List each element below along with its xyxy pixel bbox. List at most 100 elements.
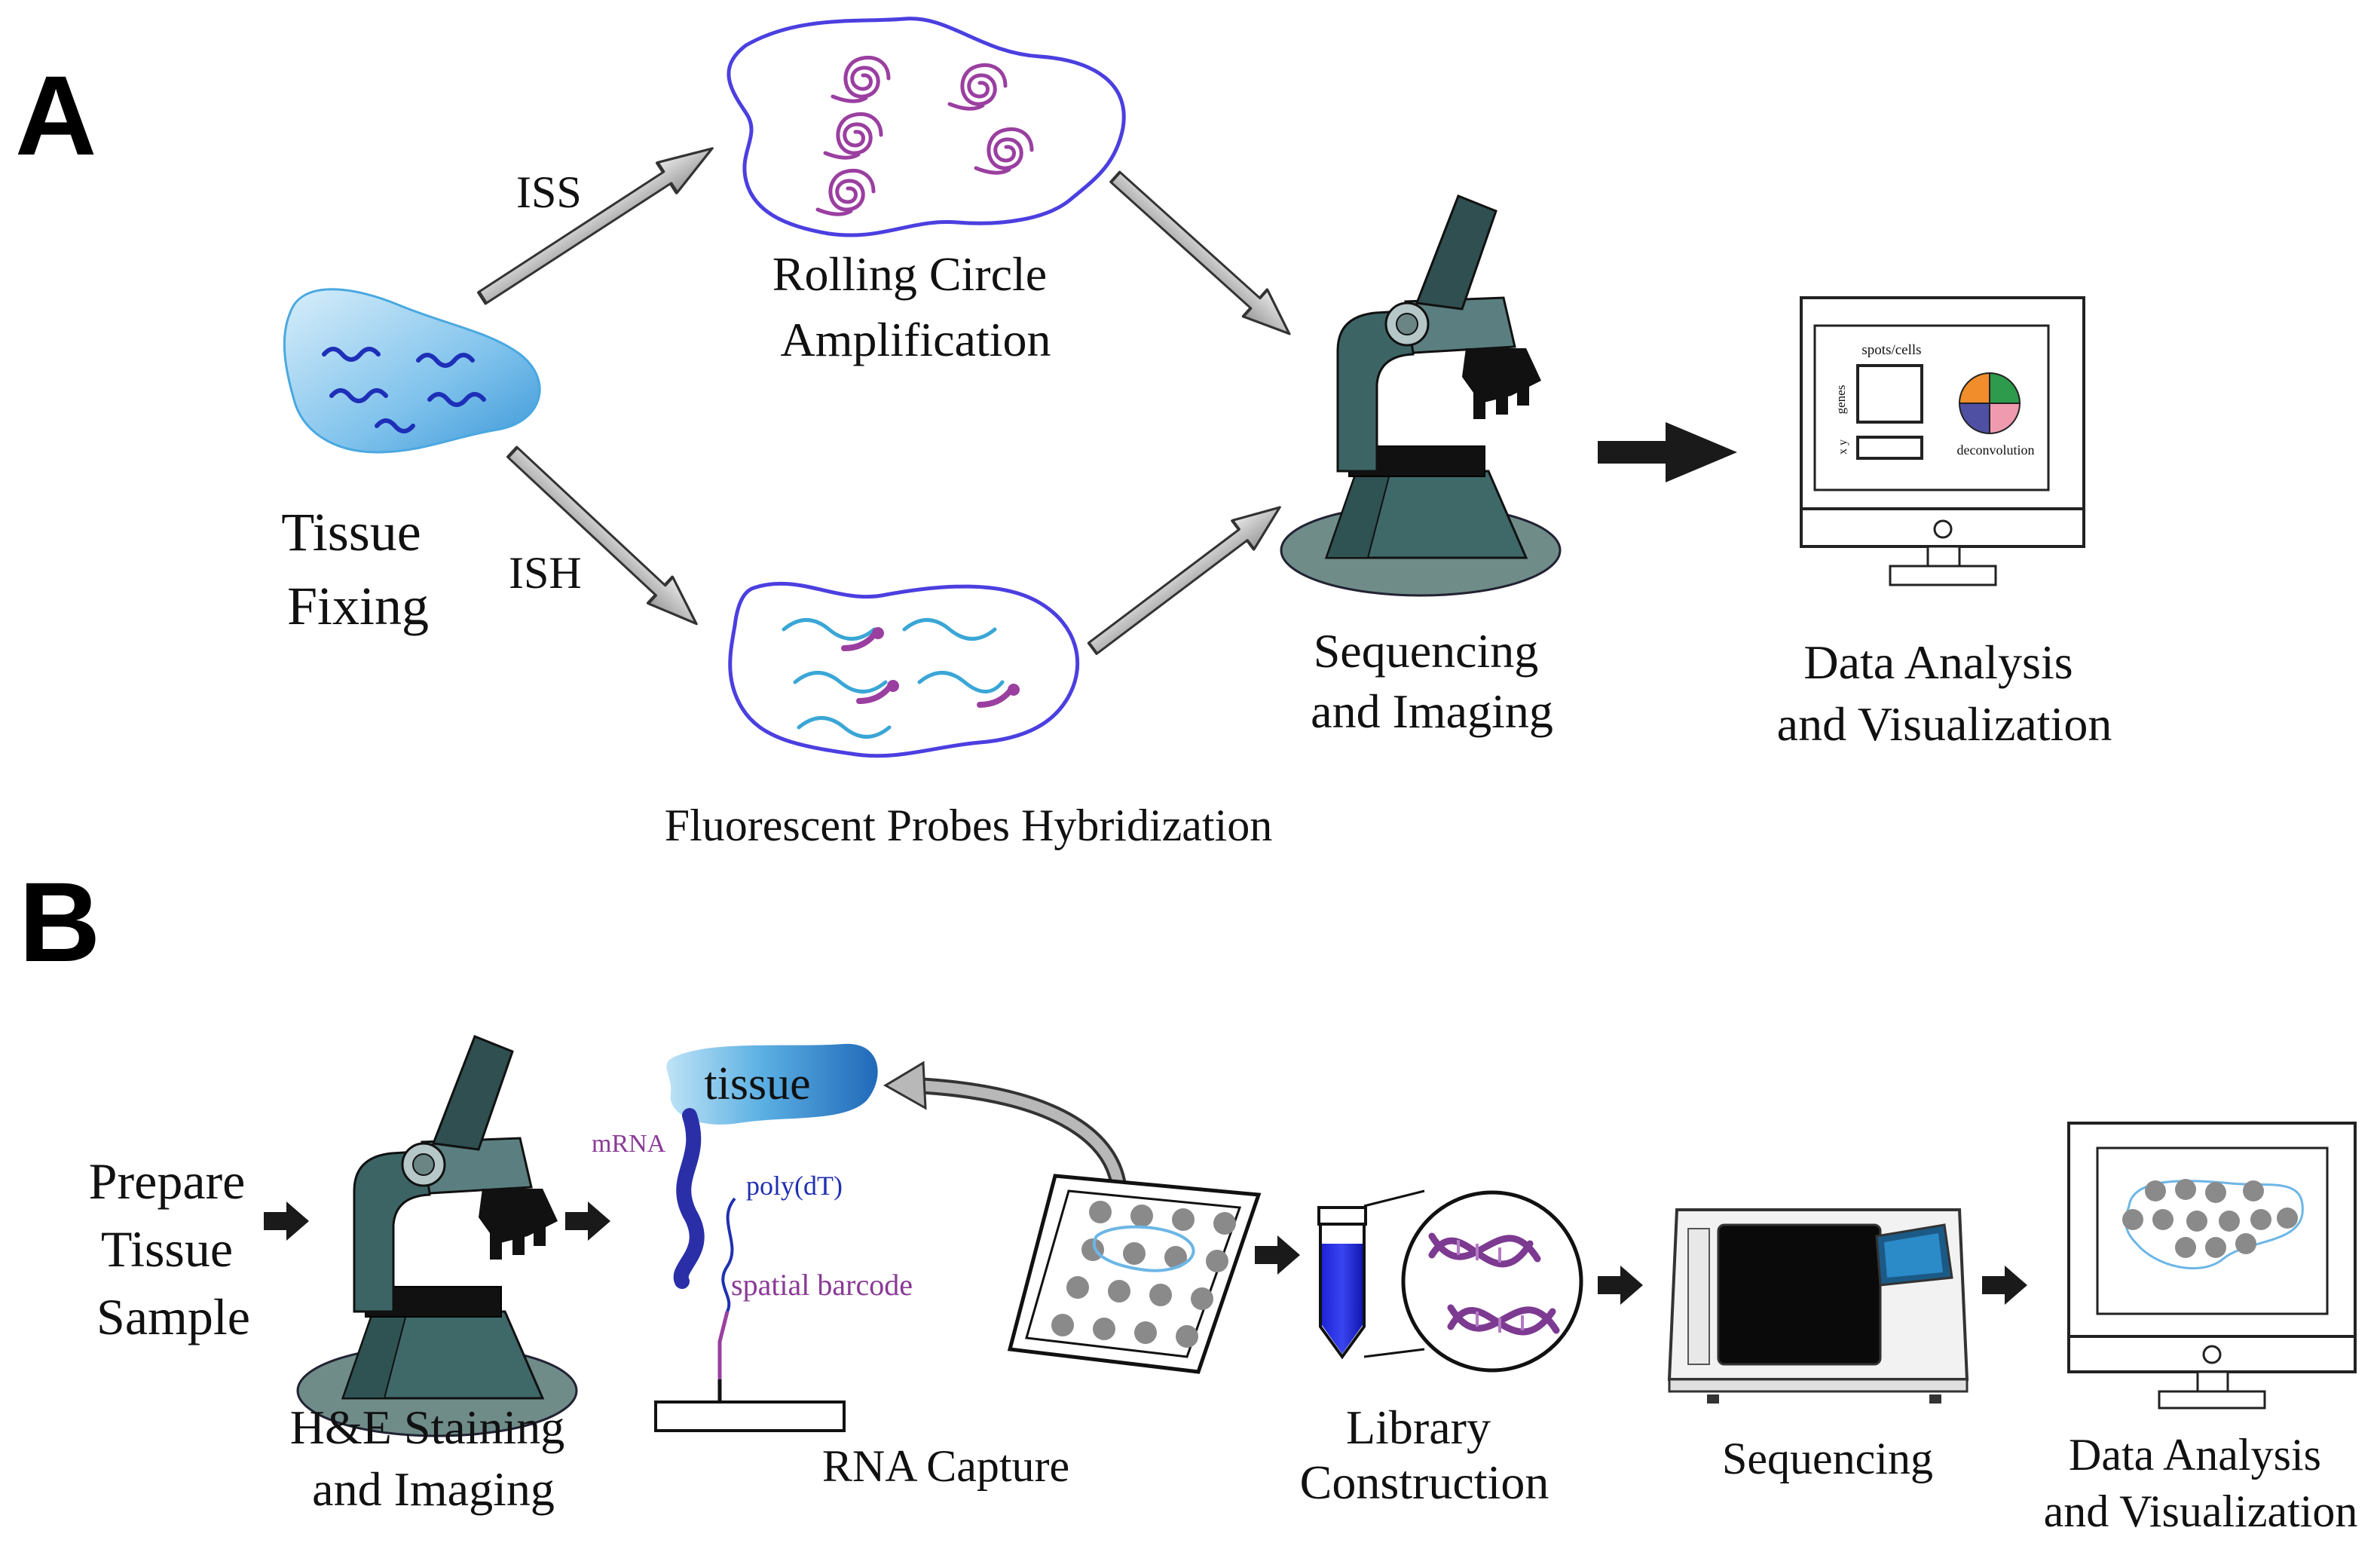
deconvolution-pie: [1958, 372, 2021, 435]
spot: [2205, 1237, 2226, 1258]
spot: [1123, 1242, 1146, 1265]
deconvolution-label: deconvolution: [1957, 442, 2035, 458]
mrna-squiggles: [322, 347, 486, 433]
sequencer-machine: [1667, 1208, 1969, 1404]
tissue-fixing-line-2: Fixing: [287, 576, 429, 636]
tissue-piece: [666, 1043, 878, 1125]
genes-label: genes: [1834, 385, 1848, 415]
probe-dots: [872, 627, 1020, 696]
prepare-sample-line-2: Tissue: [101, 1220, 233, 1278]
spots-cells-label: spots/cells: [1861, 342, 1921, 358]
gene-matrix-box: [1856, 364, 1923, 424]
panel-a-letter: A: [15, 52, 96, 179]
tissue-word: tissue: [704, 1058, 810, 1110]
fluorescent-probes-label: Fluorescent Probes Hybridization: [665, 800, 1273, 850]
data-analysis-a-label: Data Analysis and Visualization: [1777, 635, 2112, 751]
dna-helix-zoom: [1363, 1189, 1583, 1373]
spot: [2219, 1211, 2240, 1232]
fluorescent-probes-blob: [728, 581, 1080, 758]
rolling-circle-blob: [727, 17, 1126, 237]
fph-to-microscope-arrow: [1080, 491, 1292, 665]
data-analysis-b-line-2: and Visualization: [2044, 1486, 2358, 1536]
data-analysis-a-line-2: and Visualization: [1777, 697, 2112, 751]
monitor-spots: [2122, 1179, 2298, 1258]
spot: [2186, 1211, 2207, 1232]
pie-wedge: [1958, 372, 1990, 404]
spot: [1089, 1201, 1112, 1223]
rna-capture-label: RNA Capture: [822, 1441, 1069, 1491]
spot: [1093, 1318, 1115, 1340]
ish-label: ISH: [509, 548, 582, 598]
spot: [1176, 1325, 1198, 1348]
mrna-label: mRNA: [592, 1130, 666, 1158]
panel-b-letter: B: [19, 859, 100, 985]
rolling-circle-line-2: Amplification: [780, 313, 1051, 366]
prepare-sample-label: Prepare Tissue Sample: [89, 1153, 258, 1345]
polydt-strand: [721, 1197, 736, 1312]
spot: [1206, 1250, 1228, 1272]
library-construction-line-2: Construction: [1300, 1456, 1549, 1509]
data-analysis-b-line-1: Data Analysis: [2069, 1430, 2321, 1480]
xy-box: [1856, 436, 1923, 460]
spot: [1164, 1246, 1187, 1269]
rca-to-microscope-arrow: [1102, 162, 1303, 349]
spot: [1191, 1287, 1213, 1310]
spot: [2175, 1237, 2196, 1258]
sequencing-b-label: Sequencing: [1722, 1434, 1933, 1483]
data-analysis-b-label: Data Analysis and Visualization: [2044, 1430, 2358, 1536]
spot: [1134, 1321, 1157, 1344]
monitor-b: [2067, 1122, 2357, 1410]
monitor-a: spots/cells genes x y deconvolution: [1800, 296, 2085, 586]
slide-to-tissue-arrow: [883, 1061, 1128, 1211]
spot: [1149, 1284, 1172, 1306]
tissue-fixing-label: Tissue Fixing: [281, 502, 434, 636]
prepare-sample-line-3: Sample: [96, 1288, 250, 1345]
sequencing-imaging-label: Sequencing and Imaging: [1311, 624, 1553, 738]
microscope-b: [296, 1035, 578, 1437]
he-staining-label: H&E Staining and Imaging: [290, 1400, 577, 1516]
spot: [1172, 1208, 1195, 1231]
library-construction-line-1: Library: [1346, 1400, 1491, 1454]
spot: [2175, 1179, 2196, 1200]
rolling-circle-label: Rolling Circle Amplification: [772, 247, 1059, 366]
spot: [1213, 1212, 1236, 1235]
he-staining-line-1: H&E Staining: [290, 1400, 564, 1454]
arrow-b1: [264, 1201, 309, 1241]
spot: [2250, 1209, 2271, 1230]
arrow-b5: [1982, 1266, 2027, 1305]
polydt-label: poly(dT): [746, 1171, 843, 1201]
pie-wedge: [1958, 403, 1990, 435]
probe-strands: [782, 618, 1005, 739]
to-data-analysis-arrow: [1598, 422, 1737, 482]
tissue-blob-a: [283, 288, 541, 454]
rolling-circle-line-1: Rolling Circle: [772, 247, 1047, 301]
pie-wedge: [1989, 372, 2021, 404]
spot: [1066, 1276, 1089, 1299]
arrow-b4: [1598, 1266, 1643, 1305]
library-tube: [1317, 1206, 1367, 1360]
microscope-a: [1280, 194, 1562, 597]
slide-spots: [1051, 1201, 1236, 1348]
barcode-strand: [717, 1311, 730, 1379]
spot: [2243, 1180, 2264, 1201]
spot: [2205, 1182, 2226, 1203]
probe-hooks: [841, 632, 1013, 708]
tissue-fixing-line-1: Tissue: [281, 502, 421, 562]
spot: [2277, 1208, 2298, 1229]
spot: [1051, 1314, 1074, 1336]
prepare-sample-line-1: Prepare: [89, 1153, 246, 1210]
rna-capture-diagram: tissue mRNA poly(dT) spatial barcode: [592, 1043, 913, 1432]
arrow-b2: [565, 1201, 610, 1241]
spot: [1108, 1280, 1130, 1303]
spot: [2145, 1180, 2166, 1201]
arrow-b3: [1255, 1235, 1300, 1275]
sequencing-imaging-line-1: Sequencing: [1314, 624, 1539, 678]
spot: [2122, 1209, 2143, 1230]
library-construction-label: Library Construction: [1300, 1400, 1549, 1509]
ish-arrow: [498, 437, 711, 638]
spot: [2235, 1233, 2256, 1254]
sequencing-imaging-line-2: and Imaging: [1311, 684, 1553, 738]
xy-label: x y: [1837, 439, 1849, 455]
